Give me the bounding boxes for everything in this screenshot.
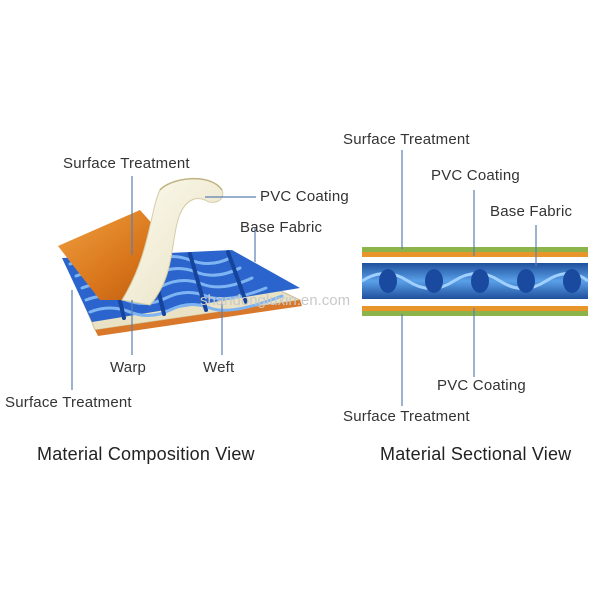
pvc-coating-curl: [121, 178, 224, 306]
bottom-surface-edge: [95, 300, 302, 336]
caption-composition-view: Material Composition View: [37, 444, 255, 464]
top-orange-stripe: [362, 252, 588, 257]
bottom-green-stripe: [362, 311, 588, 316]
label-base-fabric-left: Base Fabric: [240, 219, 323, 236]
caption-sectional-view: Material Sectional View: [380, 444, 572, 464]
label-base-fabric-right: Base Fabric: [490, 203, 573, 220]
composition-illustration: [58, 177, 302, 336]
label-surface-treatment-bottom-left: Surface Treatment: [5, 394, 132, 411]
label-surface-treatment-top-left: Surface Treatment: [63, 155, 190, 172]
top-green-stripe: [362, 247, 588, 252]
watermark: shandongluxin.en.com: [200, 292, 351, 309]
pvc-coating-edge: [159, 177, 223, 191]
bottom-orange-stripe: [362, 306, 588, 311]
surface-orange-sheet: [58, 210, 172, 300]
label-weft: Weft: [203, 359, 235, 376]
label-surface-treatment-top-right: Surface Treatment: [343, 131, 470, 148]
label-pvc-coating-bottom-right: PVC Coating: [437, 377, 526, 394]
label-surface-treatment-bottom-right: Surface Treatment: [343, 408, 470, 425]
label-pvc-coating-top-right: PVC Coating: [431, 167, 520, 184]
left-leader-lines: [71, 176, 256, 390]
fabric-weave: [361, 269, 589, 293]
label-warp: Warp: [110, 359, 147, 376]
label-pvc-coating-left: PVC Coating: [260, 188, 349, 205]
right-leader-lines: [401, 150, 537, 406]
sectional-illustration: [361, 247, 589, 316]
